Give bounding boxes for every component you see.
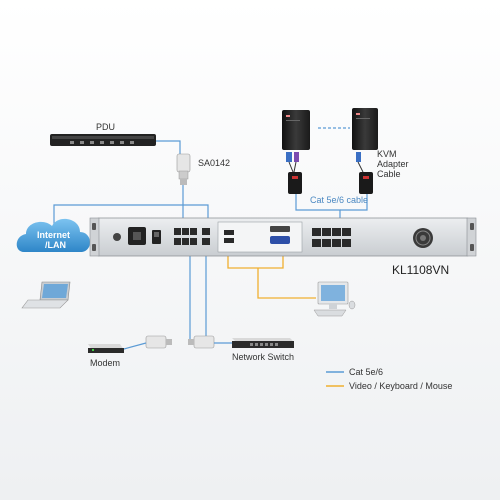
- kl1108vn-switch: [89, 217, 477, 257]
- legend: Cat 5e/6 Video / Keyboard / Mouse: [326, 367, 452, 391]
- internet-label-1: Internet: [37, 230, 70, 240]
- modem-adapter-cable: [123, 342, 147, 350]
- keyboard: [313, 309, 347, 317]
- sa0142-adapter: [176, 153, 191, 185]
- adapter-modem: [145, 335, 172, 349]
- vga-port: [270, 236, 290, 244]
- rack-ear-right: [466, 217, 477, 257]
- mouse: [348, 300, 356, 310]
- model-label: KL1108VN: [392, 263, 449, 277]
- kvm-adapter-label-3: Cable: [377, 169, 401, 179]
- local-console: [313, 281, 356, 317]
- rj45-ports-left: [174, 228, 210, 245]
- sa0142-label: SA0142: [198, 158, 230, 168]
- server-tower-2: [352, 108, 378, 150]
- usb-port-1: [224, 230, 234, 235]
- lan-cable: [53, 204, 209, 236]
- kvm-adapter-2: [356, 152, 373, 194]
- legend-label-vkm: Video / Keyboard / Mouse: [349, 381, 452, 391]
- pdu-body: [50, 134, 156, 146]
- server-tower-1: [282, 110, 310, 150]
- cat-cable-label: Cat 5e/6 cable: [310, 195, 368, 205]
- legend-label-cat: Cat 5e/6: [349, 367, 383, 377]
- ground-screw: [113, 233, 121, 241]
- serial-port: [270, 226, 290, 232]
- usb-port-2: [224, 238, 234, 243]
- vkm-loop: [227, 256, 284, 269]
- internet-cloud: [16, 218, 91, 252]
- modem-device: [88, 344, 124, 353]
- kvm-adapter-label-1: KVM: [377, 149, 397, 159]
- network-switch-label: Network Switch: [232, 352, 294, 362]
- modem-label: Modem: [90, 358, 120, 368]
- kvm-adapter-1: [286, 152, 302, 194]
- network-switch-device: [232, 338, 294, 348]
- vkm-cables: [227, 256, 316, 299]
- server2-cable: [340, 193, 368, 211]
- rj45-ports-right: [312, 228, 351, 247]
- kvm-adapter-label-2: Adapter: [377, 159, 409, 169]
- internet-label-2: /LAN: [45, 240, 66, 250]
- rack-ear-left: [89, 217, 100, 257]
- laptop: [21, 281, 71, 309]
- vkm-console-cable: [257, 268, 316, 299]
- adapter-switch: [188, 335, 215, 349]
- pdu-device: [50, 134, 156, 146]
- pdu-label: PDU: [96, 122, 115, 132]
